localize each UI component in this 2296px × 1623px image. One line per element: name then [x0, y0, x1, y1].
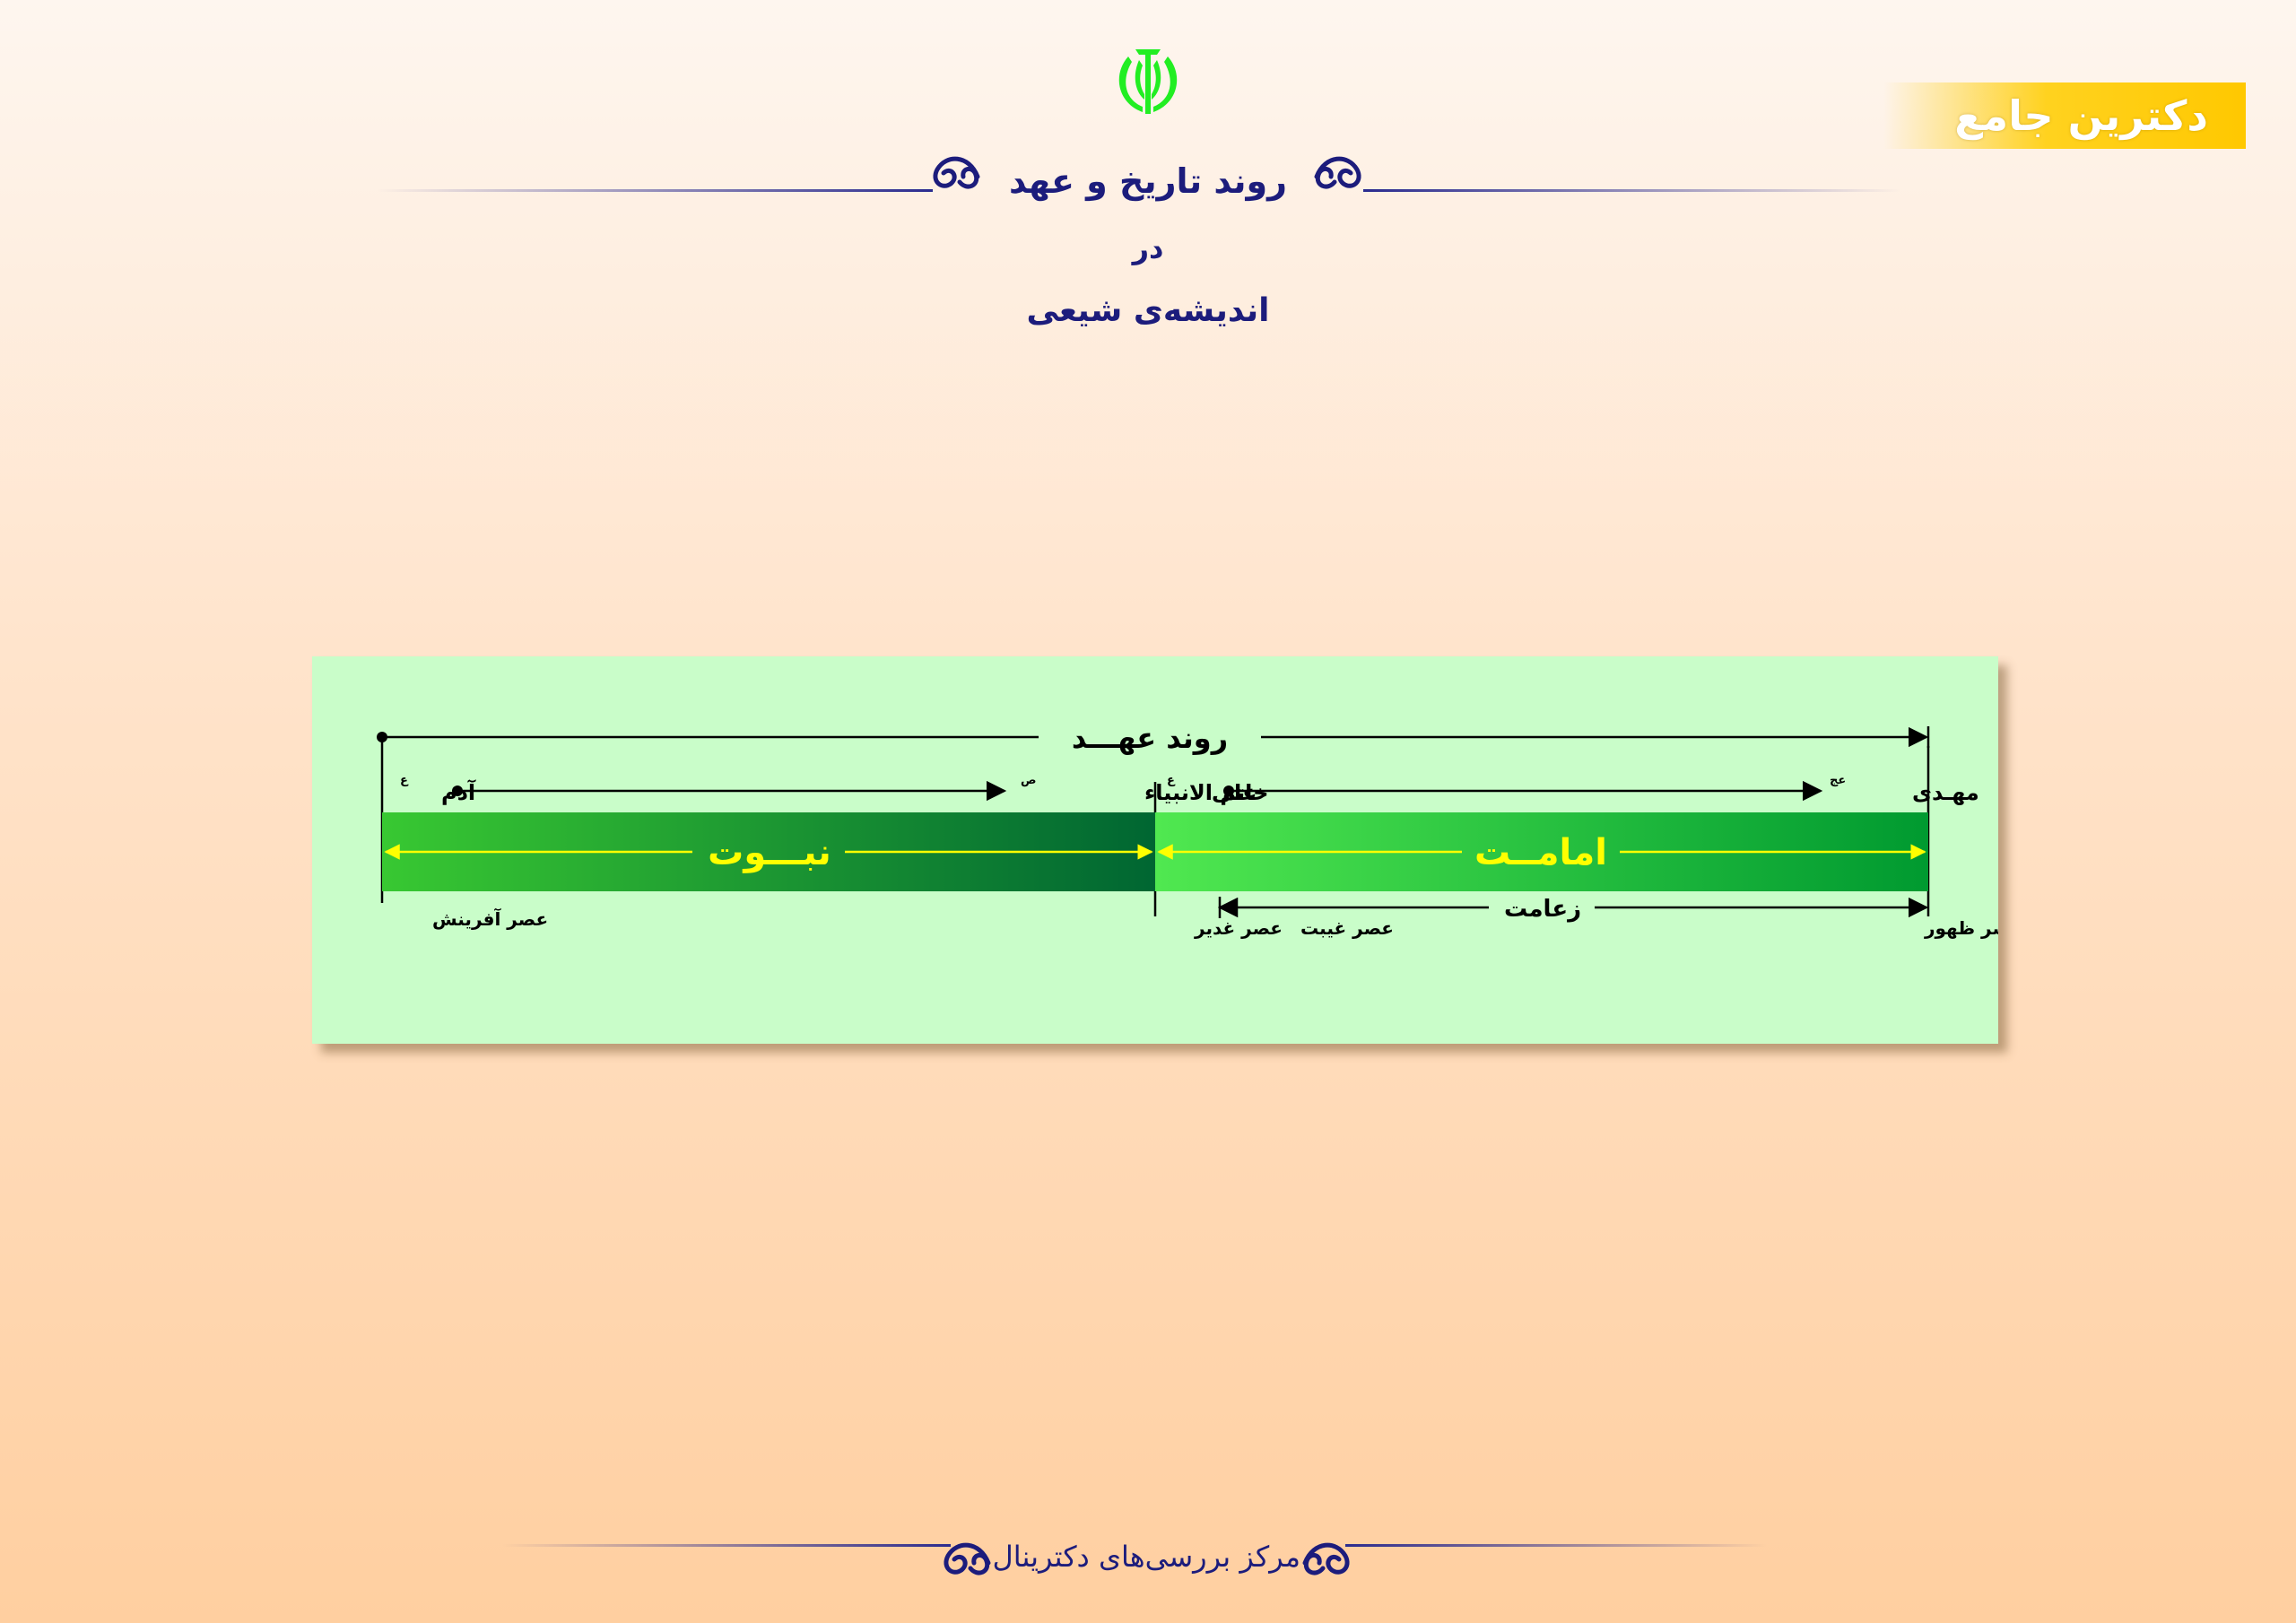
footer-divider-right	[1345, 1544, 1767, 1547]
timeline-diagram: روند عهـــد آدم ع خاتم الانبیاء ص علی ع …	[377, 721, 2022, 939]
prophets-timeline: آدم ع خاتم الانبیاء ص	[400, 774, 1268, 805]
footer-divider-left	[502, 1544, 951, 1547]
era-ghadir-label: عصر غدیر	[1194, 917, 1283, 939]
imam-end-label: مهـدی	[1912, 780, 1979, 805]
badge-label: دکترین جامع	[1954, 91, 2208, 140]
timeline-diagram-panel: روند عهـــد آدم ع خاتم الانبیاء ص علی ع …	[312, 656, 2022, 1044]
page-subtitle: اندیشه‌ی شیعی	[1026, 292, 1270, 329]
covenant-timeline: روند عهـــد	[377, 721, 1930, 755]
imams-timeline: علی ع مهـدی عج	[1167, 774, 1979, 805]
imam-start-honorific: ع	[1167, 774, 1176, 787]
header-divider-left	[377, 189, 933, 192]
covenant-label: روند عهـــد	[1072, 721, 1228, 755]
leadership-label: زعامت	[1504, 896, 1581, 923]
footer-ornament-right-icon	[1302, 1542, 1350, 1575]
doctrine-badge: دکترین جامع	[1883, 82, 2246, 149]
imam-start-label: علی	[1212, 780, 1257, 805]
prophet-start-honorific: ع	[400, 774, 409, 787]
prophet-end-label: خاتم الانبیاء	[1144, 780, 1268, 805]
ornament-left-icon	[933, 156, 980, 189]
footer-ornament-left-icon	[944, 1542, 991, 1575]
imamate-bar: امامــت	[1155, 812, 1928, 891]
prophethood-bar: نبـــوت	[382, 812, 1155, 891]
page-title: روند تاریخ و عهد	[1008, 161, 1288, 201]
prophethood-label: نبـــوت	[708, 832, 831, 873]
header-divider-right	[1363, 189, 1901, 192]
iran-emblem-icon	[1118, 49, 1178, 114]
era-creation-label: عصر آفرینش	[432, 907, 548, 930]
page-subtitle-preposition: در	[1132, 231, 1164, 265]
footer-text: مرکز بررسی‌های دکترینال	[992, 1540, 1300, 1574]
imamate-label: امامــت	[1474, 832, 1607, 873]
prophet-start-label: آدم	[441, 779, 476, 805]
era-occultation-label: عصر غیبت	[1300, 917, 1394, 939]
prophet-end-honorific: ص	[1021, 774, 1037, 787]
leadership-timeline: زعامت	[1217, 896, 1929, 923]
era-reappearance-label: عصر ظهور	[1924, 917, 1998, 939]
imam-end-honorific: عج	[1830, 774, 1846, 787]
ornament-right-icon	[1314, 156, 1361, 189]
